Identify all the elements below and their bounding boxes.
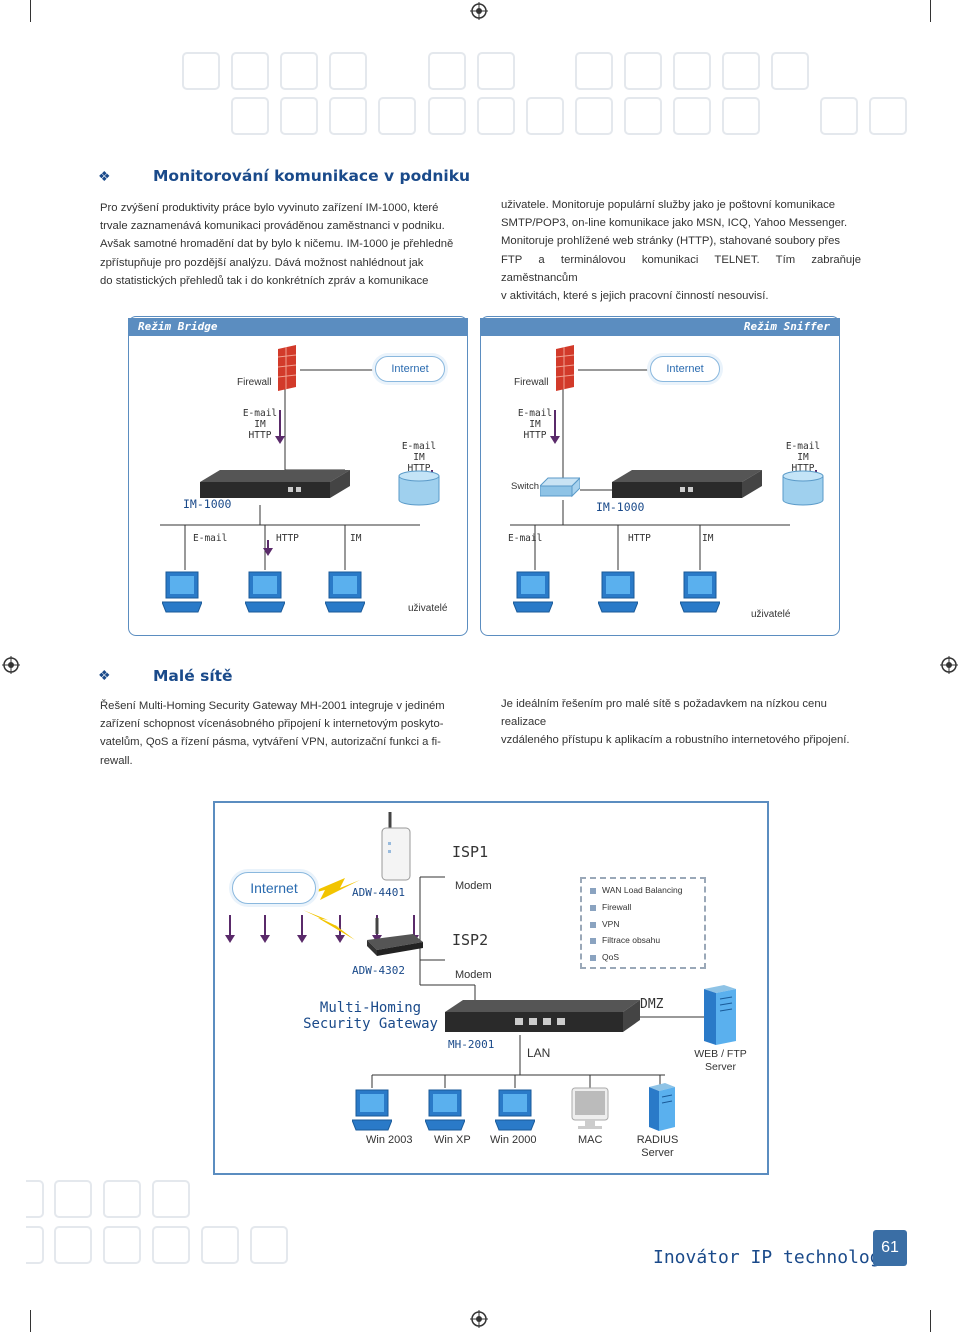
computer-icon: [598, 571, 638, 613]
page-number: 61: [881, 1239, 899, 1256]
computer-icon: [680, 571, 720, 613]
internet-label: Internet: [666, 363, 704, 375]
client-label: Win XP: [434, 1134, 471, 1146]
feature-item: WAN Load Balancing: [590, 885, 682, 895]
adw-4302-label: ADW-4302: [352, 964, 405, 977]
registration-mark-top: [470, 2, 488, 20]
web-server-label: WEB / FTP Server: [694, 1048, 747, 1073]
adw-4401-label: ADW-4401: [352, 886, 405, 899]
computer-icon: [425, 1089, 465, 1131]
bullet-diamond-icon: ❖: [98, 168, 111, 184]
traffic-stack-bridge-db: E-mail IM HTTP: [401, 441, 437, 474]
users-label: uživatelé: [751, 609, 791, 620]
radius-server-label: RADIUS Server: [636, 1134, 679, 1159]
protocol-label: HTTP: [276, 533, 299, 544]
section-title: Malé sítě: [153, 667, 233, 685]
protocol-label: E-mail: [508, 533, 543, 544]
im1000-appliance-icon: [612, 468, 762, 502]
crop-mark-tl: [30, 0, 31, 22]
paragraph-right: Je ideálním řešením pro malé sítě s poža…: [501, 698, 850, 747]
device-label: IM-1000: [596, 500, 645, 514]
client-label: MAC: [578, 1134, 603, 1146]
internet-label: Internet: [250, 880, 298, 896]
feature-item: Firewall: [590, 902, 631, 912]
bridge-panel-title: Režim Bridge: [128, 318, 468, 336]
paragraph-right: uživatele. Monitoruje populární služby j…: [501, 199, 861, 303]
traffic-stack-sniffer-db: E-mail IM HTTP: [785, 441, 821, 474]
database-icon: [782, 470, 824, 506]
switch-icon: [538, 476, 582, 498]
server-icon: [645, 1083, 675, 1131]
registration-mark-bottom: [470, 1310, 488, 1328]
dmz-label: DMZ: [640, 997, 664, 1012]
server-icon: [700, 985, 736, 1045]
lan-label: LAN: [527, 1046, 551, 1060]
mh2001-label: MH-2001: [448, 1038, 495, 1051]
device-label: IM-1000: [183, 497, 232, 511]
computer-icon: [245, 571, 285, 613]
client-label: Win 2000: [490, 1134, 537, 1146]
isp1-label: ISP1: [452, 843, 489, 861]
features-box: [580, 877, 706, 969]
internet-label: Internet: [391, 363, 429, 375]
protocol-label: IM: [702, 533, 714, 544]
feature-item: VPN: [590, 919, 619, 929]
computer-icon: [162, 571, 202, 613]
modem-label: Modem: [455, 880, 492, 892]
bullet-diamond-icon: ❖: [98, 667, 111, 683]
internet-cloud-icon: Internet: [650, 356, 720, 382]
registration-mark-right: [940, 656, 958, 674]
im1000-appliance-icon: [200, 468, 350, 502]
client-label: Win 2003: [366, 1134, 413, 1146]
database-icon: [398, 470, 440, 506]
firewall-icon: [276, 345, 298, 391]
crop-mark-tr: [930, 0, 931, 22]
section-title: Monitorování komunikace v podniku: [153, 167, 471, 185]
modem-label: Modem: [455, 969, 492, 981]
footer-tagline: Inovátor IP technologií: [653, 1247, 903, 1268]
protocol-label: HTTP: [628, 533, 651, 544]
crop-mark-bl: [30, 1310, 31, 1332]
sniffer-panel-title: Režim Sniffer: [480, 318, 840, 336]
switch-label: Switch: [511, 481, 539, 492]
firewall-icon: [554, 345, 576, 391]
isp2-label: ISP2: [452, 931, 489, 949]
firewall-label: Firewall: [237, 377, 272, 388]
internet-cloud-icon: Internet: [375, 356, 445, 382]
computer-icon: [495, 1089, 535, 1131]
feature-item: QoS: [590, 952, 619, 962]
feature-item: Filtrace obsahu: [590, 935, 660, 945]
users-label: uživatelé: [408, 603, 448, 614]
registration-mark-left: [2, 656, 20, 674]
computer-icon: [325, 571, 365, 613]
computer-icon: [352, 1089, 392, 1131]
wireless-router-icon: [365, 918, 425, 958]
gateway-title: Multi-Homing Security Gateway: [303, 1000, 438, 1032]
page-number-badge: 61: [873, 1230, 907, 1266]
diagram2-frame: [213, 801, 769, 1175]
firewall-label: Firewall: [514, 377, 549, 388]
computer-icon: [513, 571, 553, 613]
protocol-label: IM: [350, 533, 362, 544]
protocol-label: E-mail: [193, 533, 228, 544]
traffic-stack-bridge: E-mail IM HTTP: [242, 408, 278, 441]
traffic-stack-sniffer: E-mail IM HTTP: [517, 408, 553, 441]
paragraph-left: Pro zvýšení produktivity práce bylo vyvi…: [100, 202, 454, 287]
internet-cloud-icon: Internet: [232, 872, 316, 904]
mh2001-appliance-icon: [445, 1000, 640, 1036]
crop-mark-br: [930, 1310, 931, 1332]
mac-computer-icon: [570, 1086, 610, 1132]
paragraph-left: Řešení Multi-Homing Security Gateway MH-…: [100, 700, 445, 767]
wireless-router-icon: [376, 812, 416, 884]
